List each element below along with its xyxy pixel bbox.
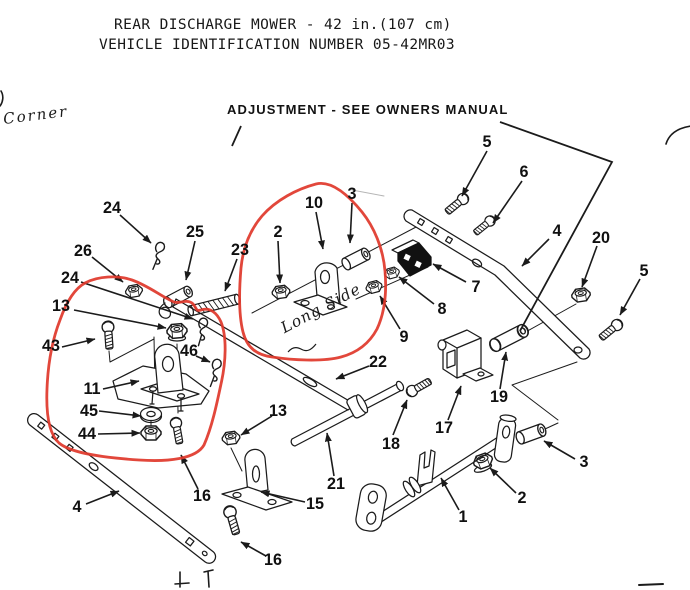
spacer-3b <box>513 422 549 446</box>
spacer-3a <box>339 246 373 272</box>
long-side-underline <box>287 343 317 353</box>
red-circle-left <box>45 275 227 462</box>
belt-guide-block <box>391 239 432 277</box>
screw-43 <box>101 320 117 351</box>
link-bar-22 <box>172 298 352 411</box>
nut-13b <box>220 429 242 447</box>
hairpin-cotter-24a <box>150 240 166 272</box>
red-pen-annotations <box>45 182 387 462</box>
pivot-hook <box>158 302 172 319</box>
hanger-bracket-10 <box>293 262 348 316</box>
nut-9 <box>364 278 384 296</box>
carriage-bolt-5b <box>596 316 626 344</box>
diagram-linework <box>0 90 690 588</box>
rod-collar <box>346 394 369 419</box>
bracket-17 <box>437 329 494 382</box>
red-circle-center <box>238 182 387 362</box>
spacer-19 <box>486 321 532 355</box>
bolt-18 <box>403 375 434 400</box>
bracket-15 <box>221 448 293 511</box>
bolt-16b <box>221 503 244 537</box>
scan-marks <box>0 90 690 588</box>
nut-44 <box>140 425 162 441</box>
shaft-fork <box>416 449 436 487</box>
adjuster-shaft-1 <box>355 414 517 532</box>
rod-21 <box>290 380 405 447</box>
adjustment-note-leaders <box>231 121 614 332</box>
nut-26 <box>124 283 144 299</box>
bolt-6 <box>471 213 498 238</box>
bolt-16a <box>168 415 186 446</box>
carriage-bolt-5a <box>442 190 472 218</box>
washer-45 <box>139 406 163 424</box>
right-lift-bar <box>403 209 591 360</box>
nut-20 <box>570 286 592 304</box>
nut-2a <box>270 283 292 301</box>
shaft-end-bracket <box>493 414 517 463</box>
deck-plate-and-bracket-11 <box>112 343 210 412</box>
